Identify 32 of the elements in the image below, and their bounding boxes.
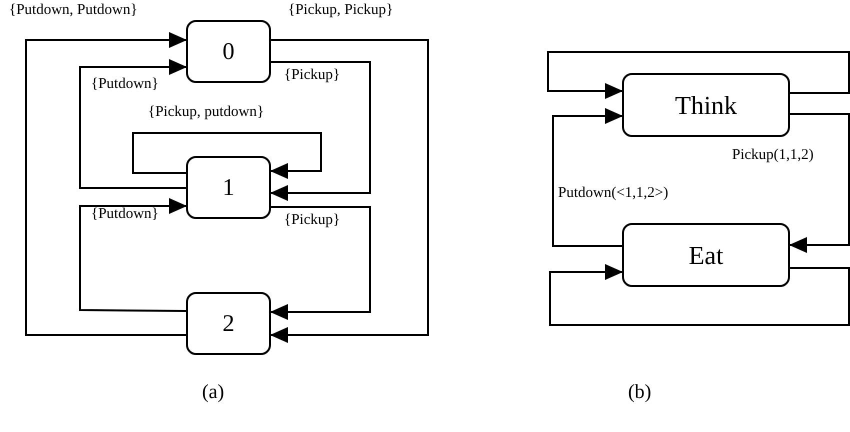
edge-label: {Putdown, Putdown} [8,3,139,18]
arrow [270,61,371,201]
arrow [79,198,187,312]
state-name: 0 [222,38,234,66]
edge-label: Pickup(1,1,2) [731,148,815,163]
state-name: 1 [222,174,234,202]
edge-label: {Pickup, putdown} [147,105,266,120]
arrow [547,51,850,99]
subfigure-caption: (a) [202,382,224,402]
state-box [186,156,271,219]
arrow [79,59,187,189]
state-box [186,292,271,355]
arrow [789,113,850,253]
state-box [622,223,790,287]
edge-label: Putdown(<1,1,2>) [557,186,670,201]
edge-label: {Pickup} [283,68,342,83]
state-box [186,20,271,83]
state-name: Eat [688,240,724,272]
edge-label: {Putdown} [90,207,160,222]
state-name: Think [674,90,738,122]
state-box [622,73,790,137]
arrow [549,264,850,326]
edge-label: {Pickup} [283,213,342,228]
subfigure-caption: (b) [628,382,652,402]
state-name: 2 [222,310,234,338]
edge-label: {Putdown} [90,77,160,92]
arrow [552,108,623,247]
arrow [132,132,322,179]
arrow [270,39,429,343]
arrow [270,206,371,320]
arrow [25,32,187,336]
edge-label: {Pickup, Pickup} [287,3,394,18]
